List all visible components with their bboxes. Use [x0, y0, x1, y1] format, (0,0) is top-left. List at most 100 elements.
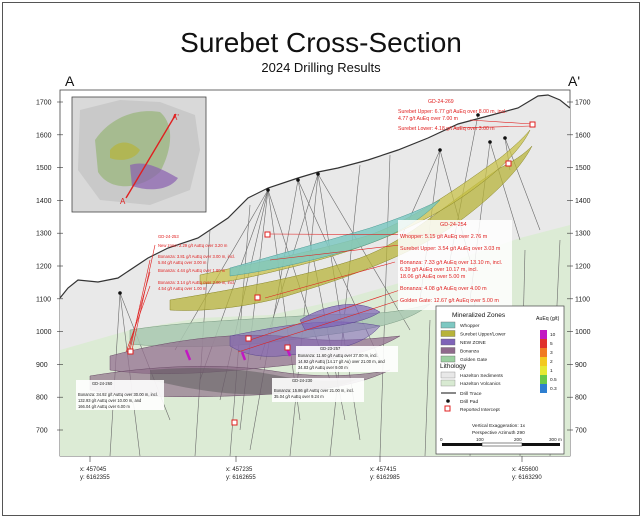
gd230-id: GD-24-230 — [292, 378, 313, 383]
scale-100: 100 — [476, 437, 484, 442]
gd254-id: GD-24-254 — [440, 222, 467, 228]
gd253-bon3: Bonanza: 4.44 g/t AuEq over 1.80 m — [158, 268, 226, 273]
svg-text:A': A' — [172, 113, 179, 122]
legend-zone-swatch — [440, 321, 456, 329]
y-tick-left-label: 1300 — [36, 231, 52, 238]
drill-pads — [118, 113, 507, 295]
reported-intercepts — [127, 121, 536, 426]
legend-drill-trace: Drill Trace — [460, 391, 482, 397]
legend-lithology-label: Hazelton Volcanics — [460, 381, 501, 387]
legend-zone-label: Surebet Upper/Lower — [460, 332, 506, 338]
y-tick-left-label: 1500 — [36, 165, 52, 172]
legend-lithology-label: Hazelton Sediments — [460, 373, 504, 379]
colorbar-swatch — [540, 384, 547, 393]
gd254-bonanza2: 6.39 g/t AuEq over 10.17 m, incl. — [400, 267, 478, 273]
gd254-upper: Surebet Upper: 3.54 g/t AuEq over 3.03 m — [400, 246, 501, 252]
legend-lithology-swatch — [440, 379, 456, 387]
perspective-azimuth: Perspective Azimuth 290 — [472, 430, 525, 436]
figure-title: Surebet Cross-Section — [180, 27, 462, 58]
new-zone-upper — [299, 304, 381, 331]
colorbar-label: 10 — [550, 332, 556, 338]
y-axis-right: 1700160015001400130012001100100090080070… — [567, 100, 591, 435]
gd260-l1: Bonanza: 34.92 g/t AuEq over 30.00 m, in… — [78, 392, 158, 397]
y-coord-4: y: 6163290 — [512, 475, 542, 481]
y-tick-right-label: 700 — [575, 428, 587, 435]
y-tick-right-label: 1100 — [575, 296, 590, 303]
new-zone-lower — [229, 321, 381, 357]
colorbar-label: 5 — [550, 341, 553, 347]
surebet-lower-zone — [169, 145, 533, 311]
gd253-labels: GD-24-253 New zone: 2.29 g/t AuEq over 3… — [158, 234, 235, 291]
colorbar-swatch — [540, 330, 547, 339]
colorbar-label: 3 — [550, 350, 553, 356]
colorbar-swatch — [540, 375, 547, 384]
y-coord-1: y: 6162355 — [80, 475, 110, 481]
gd253-bon4: Bonanza: 3.14 g/t AuEq over 3.00 m, incl… — [158, 280, 235, 285]
y-tick-left-label: 1200 — [36, 264, 52, 271]
y-tick-left-label: 800 — [36, 395, 48, 402]
legend-drill-pad: Drill Pad — [460, 399, 478, 405]
scale-0: 0 — [440, 437, 443, 442]
y-tick-right-label: 800 — [575, 395, 587, 402]
y-tick-right-label: 1000 — [575, 329, 591, 336]
y-tick-right-label: 1700 — [575, 100, 591, 107]
y-tick-right-label: 1500 — [575, 165, 591, 172]
gd269-line1: Surebet Upper: 6.77 g/t AuEq over 8.00 m… — [398, 109, 507, 115]
y-tick-left-label: 1000 — [36, 329, 52, 336]
gd254-golden: Golden Gate: 12.67 g/t AuEq over 5.00 m — [400, 298, 499, 304]
gd254-bonanza3: 18.06 g/t AuEq over 5.00 m — [400, 274, 466, 280]
y-tick-right-label: 1300 — [575, 231, 591, 238]
annotation-labels: GD-24-269 Surebet Upper: 6.77 g/t AuEq o… — [398, 99, 507, 132]
gd254-bonanza1: Bonanza: 7.33 g/t AuEq over 13.10 m, inc… — [400, 260, 502, 266]
gd254-labels: GD-24-254 Whopper: 5.15 g/t AuEq over 2.… — [400, 222, 502, 304]
x-coord-4: x: 455600 — [512, 467, 539, 473]
location-inset-map: A' A — [71, 96, 207, 213]
gd253-id: GD-24-253 — [158, 234, 179, 239]
colorbar-title: AuEq (g/t) — [536, 316, 560, 322]
legend-zone-swatch — [440, 355, 456, 363]
gd269-id: GD-24-269 — [428, 99, 454, 105]
y-tick-left-label: 900 — [36, 362, 48, 369]
gd254-whopper: Whopper: 5.15 g/t AuEq over 2.76 m — [400, 234, 488, 240]
gd253-bon2: 5.84 g/t AuEq over 3.00 m — [158, 260, 207, 265]
gd253-newzone: New zone: 2.29 g/t AuEq over 3.20 m — [158, 243, 228, 248]
y-coord-3: y: 6162985 — [370, 475, 400, 481]
gd253-bon5: 4.54 g/t AuEq over 1.00 m — [158, 286, 207, 291]
gd269-line2: 4.77 g/t AuEq over 7.00 m — [398, 116, 458, 122]
gd257-l1: Bonanza: 11.60 g/t AuEq over 27.00 m, in… — [298, 353, 378, 358]
gd260-l3: 166.04 g/t AuEq over 6.00 m — [78, 404, 130, 409]
topography-line — [60, 94, 570, 299]
figure-subtitle: 2024 Drilling Results — [261, 60, 381, 75]
x-axis-ticks — [89, 456, 523, 462]
legend-zone-swatch — [440, 347, 456, 354]
gd254-bonanza4: Bonanza: 4.08 g/t AuEq over 4.00 m — [400, 286, 487, 292]
gd230-annotation-box — [272, 378, 364, 402]
colorbar-label: 1 — [550, 368, 553, 374]
gd257-annotation-box — [296, 346, 398, 372]
gd269-line3: Surebet Lower: 4.18 g/t AuEq over 3.00 m — [398, 126, 495, 132]
x-coord-3: x: 457415 — [370, 467, 397, 473]
scale-300: 300 m — [549, 437, 562, 442]
legend-lithology-swatch — [440, 371, 456, 379]
legend-zone-swatch — [440, 338, 456, 346]
x-coord-2: x: 457235 — [226, 467, 253, 473]
section-label-right: A' — [568, 73, 580, 89]
legend-zone-swatch — [440, 330, 456, 337]
gd257-l2: 14.92 g/t AuEq (14.17 g/t Au) over 21.00… — [298, 359, 385, 364]
colorbar-label: 0.5 — [550, 377, 557, 383]
gd260-annotation-box — [76, 380, 164, 410]
gd257-id: GD-23-257 — [320, 346, 341, 351]
x-axis-coordinates: x: 457045 y: 6162355 x: 457235 y: 616265… — [80, 467, 542, 481]
drill-pad-symbol — [446, 399, 450, 403]
x-coord-1: x: 457045 — [80, 467, 107, 473]
legend-reported: Reported Intercept — [460, 407, 500, 413]
colorbar-swatch — [540, 366, 547, 375]
legend-lithology-title: Lithology — [440, 363, 467, 370]
gd260-id: GD-24-260 — [92, 381, 113, 386]
colorbar-swatch — [540, 339, 547, 348]
